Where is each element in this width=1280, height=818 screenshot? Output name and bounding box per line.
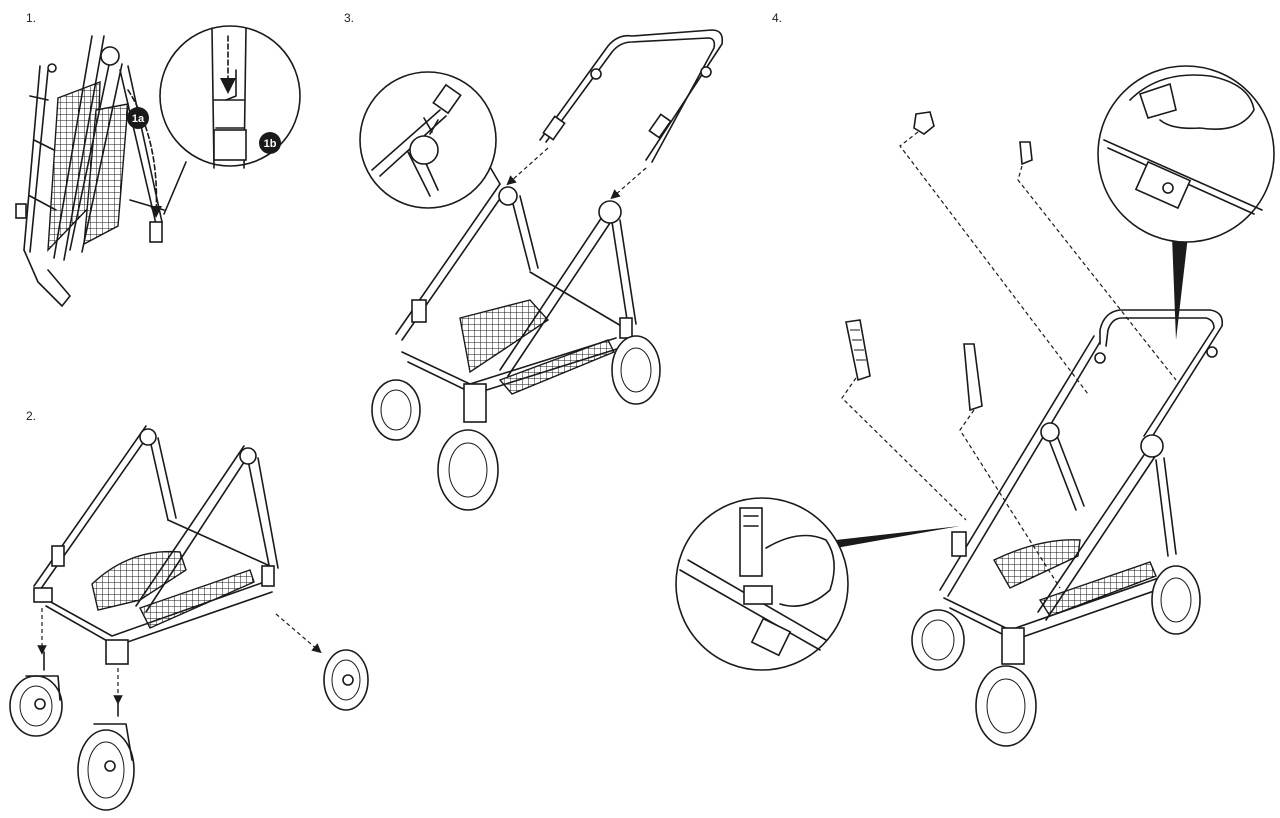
step-3-chassis-handle <box>359 29 724 511</box>
svg-text:1b: 1b <box>264 138 277 150</box>
step-4-accessories <box>675 65 1275 747</box>
badge-1a: 1a <box>127 107 149 129</box>
step-2-label: 2. <box>26 409 37 423</box>
step-3-label: 3. <box>344 11 355 25</box>
step-2-frame-wheels <box>9 425 369 811</box>
step-4-label: 4. <box>772 11 783 25</box>
step-1-folded-frame: 1a 1b <box>15 25 301 307</box>
detail-circle-1b: 1b <box>159 25 301 169</box>
svg-text:1a: 1a <box>132 113 145 125</box>
step-1-label: 1. <box>26 11 37 25</box>
